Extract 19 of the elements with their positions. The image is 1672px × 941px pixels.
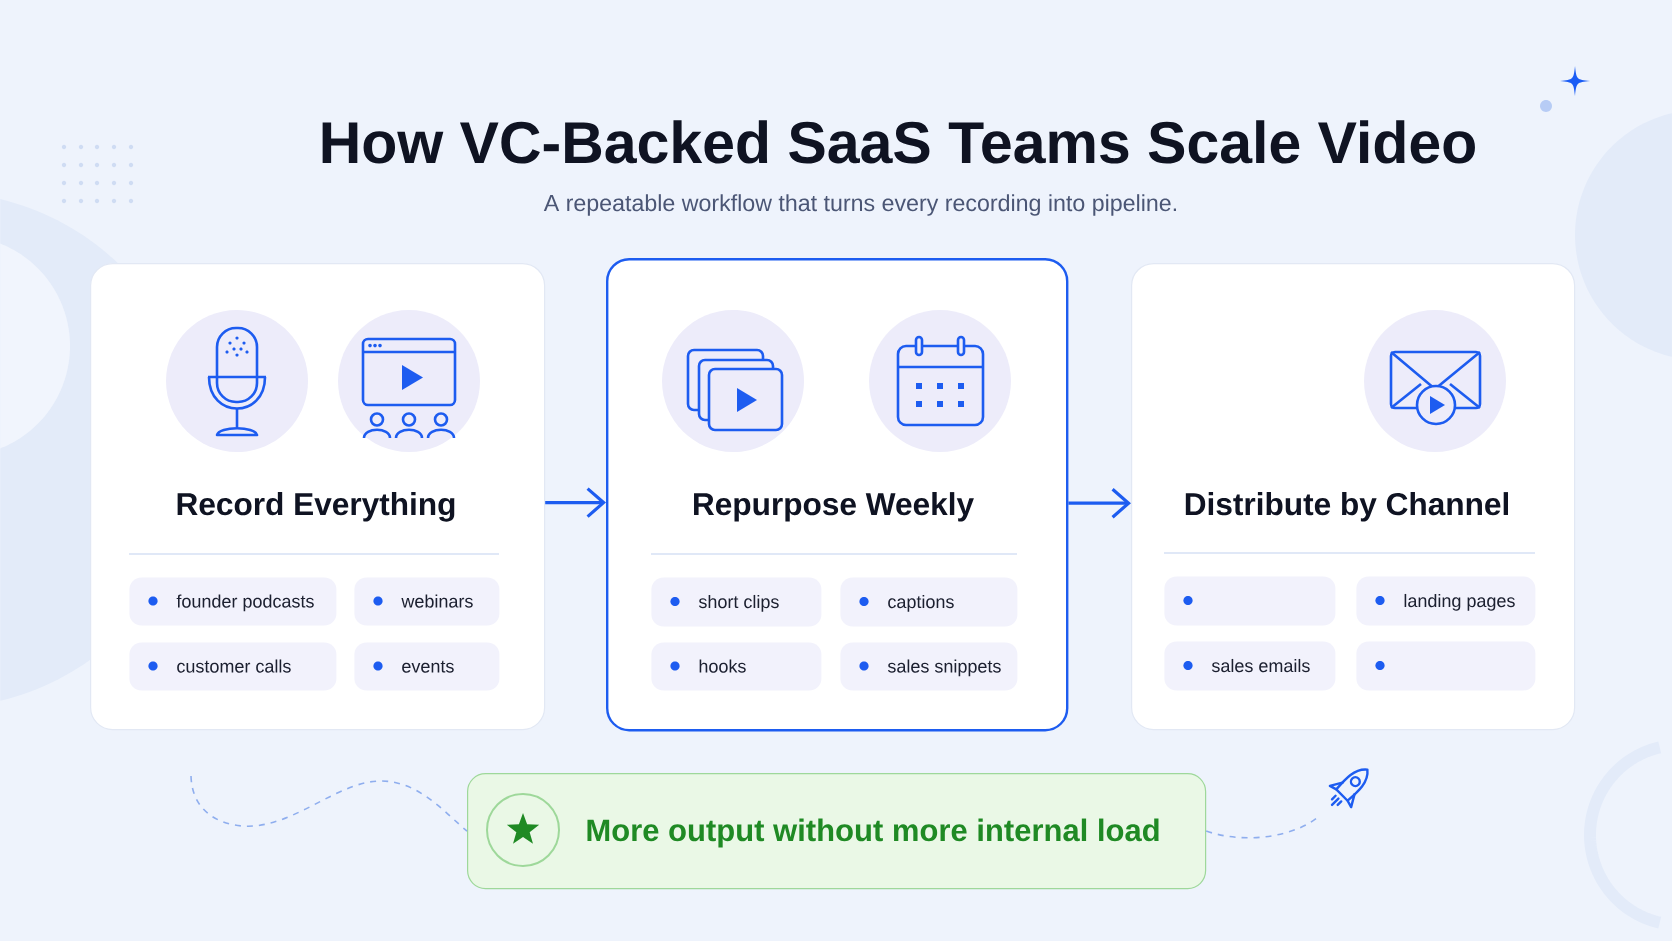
arrow (545, 487, 606, 518)
tag-chip: sales snippets (840, 642, 1018, 691)
tag-chip: captions (840, 577, 1018, 627)
tag-chip: customer calls (129, 642, 337, 691)
tag-chip: webinars (354, 577, 500, 626)
subtitle: A repeatable workflow that turns every recording into pipeline. (543, 194, 1176, 216)
tag-chip: founder podcasts (129, 577, 337, 626)
tag-chip (1164, 576, 1336, 626)
tag-chip: landing pages (1356, 576, 1536, 626)
tag-chip: hooks (651, 642, 822, 691)
rocket-icon (1328, 768, 1369, 809)
callout-banner: More output without more internal load (467, 773, 1207, 890)
tag-chip: sales emails (1164, 641, 1336, 691)
arrow (1068, 488, 1131, 519)
tag-chip (1356, 641, 1536, 691)
dashed-connector (190, 775, 468, 832)
tag-chip: short clips (651, 577, 822, 627)
tag-chip: events (354, 642, 500, 691)
title: How VC-Backed SaaS Teams Scale Video (322, 120, 1475, 164)
